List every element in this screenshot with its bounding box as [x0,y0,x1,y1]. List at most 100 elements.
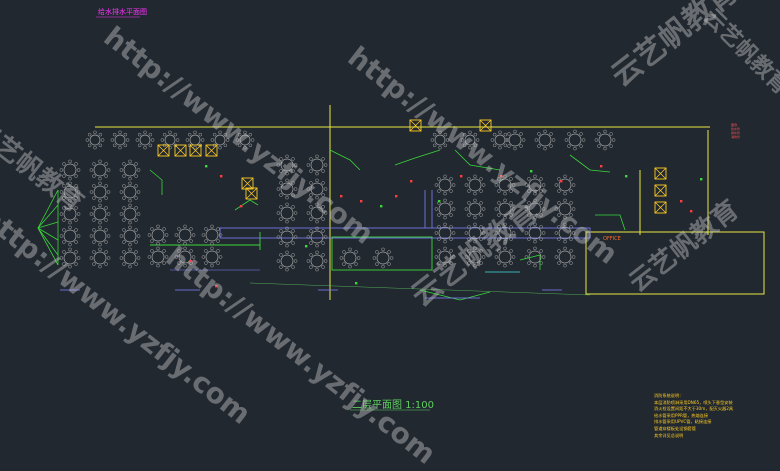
round-table [135,130,155,150]
water-pipe [569,154,611,173]
round-table [174,246,196,268]
round-table [89,203,111,225]
round-table [119,247,141,269]
small-markers [190,165,703,288]
round-table [554,246,576,268]
water-pipe [394,149,441,166]
marker-dot [410,180,413,183]
marker-dot [305,245,308,248]
fixture-box [174,144,187,157]
round-table [119,181,141,203]
round-table [464,174,486,196]
fixture-box [654,184,667,197]
cad-drawing-canvas[interactable] [0,0,780,460]
round-table [59,247,81,269]
round-table [430,130,450,150]
marker-dot [355,282,358,285]
round-table [494,198,516,220]
round-table [494,174,516,196]
round-table [119,225,141,247]
marker-dot [360,200,363,203]
round-table [554,222,576,244]
note-line: 其余详见总说明 [654,432,684,438]
plumbing-fixtures [157,119,667,214]
water-pipe [149,169,163,195]
round-table [434,198,456,220]
round-table [235,130,255,150]
water-pipe [519,254,541,270]
fixture-box [241,177,254,190]
round-table [524,246,546,268]
round-table [464,246,486,268]
water-pipe [595,214,626,231]
marker-dot [560,180,563,183]
round-table [504,129,526,151]
round-table [554,198,576,220]
round-table [594,129,616,151]
round-table [494,246,516,268]
dining-tables [59,129,616,272]
corridor [219,190,591,239]
round-table [85,130,105,150]
note-line: 给水管采用PPR管，热熔连接 [654,412,709,418]
building-walls [95,105,765,300]
note-line: 管道穿楼板处设钢套管 [654,425,696,431]
legend-line: 排水管 [731,131,741,135]
drawing-tag: 给水排水平面图 [98,8,147,16]
marker-dot [600,165,603,168]
round-table [276,178,298,200]
water-pipe [454,149,501,171]
round-table [174,224,196,246]
round-table [276,154,298,176]
round-table [147,246,169,268]
marker-dot [680,200,683,203]
round-table [564,129,586,151]
round-table [59,181,81,203]
legend-line: 图例 [731,123,738,127]
fixture-box [654,167,667,180]
round-table [89,225,111,247]
fixture-box [654,201,667,214]
round-table [201,246,223,268]
legend-line: 给水管 [731,127,741,131]
round-table [110,130,130,150]
water-pipe [234,199,259,211]
design-notes: 消防系统说明：本层消防喷淋采用DN65，喷头下垂型安装消火栓设置间距不大于30m… [654,393,733,439]
fixture-box [245,187,258,200]
note-line: 排水管采用UPVC管，粘接连接 [654,419,712,425]
scale-label: 二层平面图 1:100 [352,400,434,411]
roof-truss [37,189,59,266]
round-table [534,129,556,151]
note-line: 本层消防喷淋采用DN65，喷头下垂型安装 [654,399,733,405]
round-table [372,247,394,269]
round-table [201,224,223,246]
legend-notes: 图例给水管排水管消防管 [731,123,740,139]
fixture-box [479,119,492,132]
marker-dot [530,170,533,173]
round-table [339,247,361,269]
office-label: OFFICE [603,236,621,242]
round-table [306,250,328,272]
marker-dot [690,210,693,213]
round-table [306,154,328,176]
round-table [490,130,510,150]
marker-dot [340,195,343,198]
marker-dot [240,205,243,208]
round-table [59,203,81,225]
marker-dot [205,165,208,168]
fixture-box [189,144,202,157]
round-table [119,159,141,181]
water-pipe [419,289,491,301]
round-table [524,198,546,220]
round-table [494,222,516,244]
marker-dot [220,175,223,178]
marker-dot [460,175,463,178]
round-table [464,198,486,220]
note-line: 消火栓设置间距不大于30m，配灭火器2具 [654,406,734,412]
marker-dot [700,178,703,181]
round-table [306,226,328,248]
stage-area [150,232,433,271]
pipe-runs [149,149,626,301]
round-table [524,222,546,244]
title-underline [96,16,430,411]
